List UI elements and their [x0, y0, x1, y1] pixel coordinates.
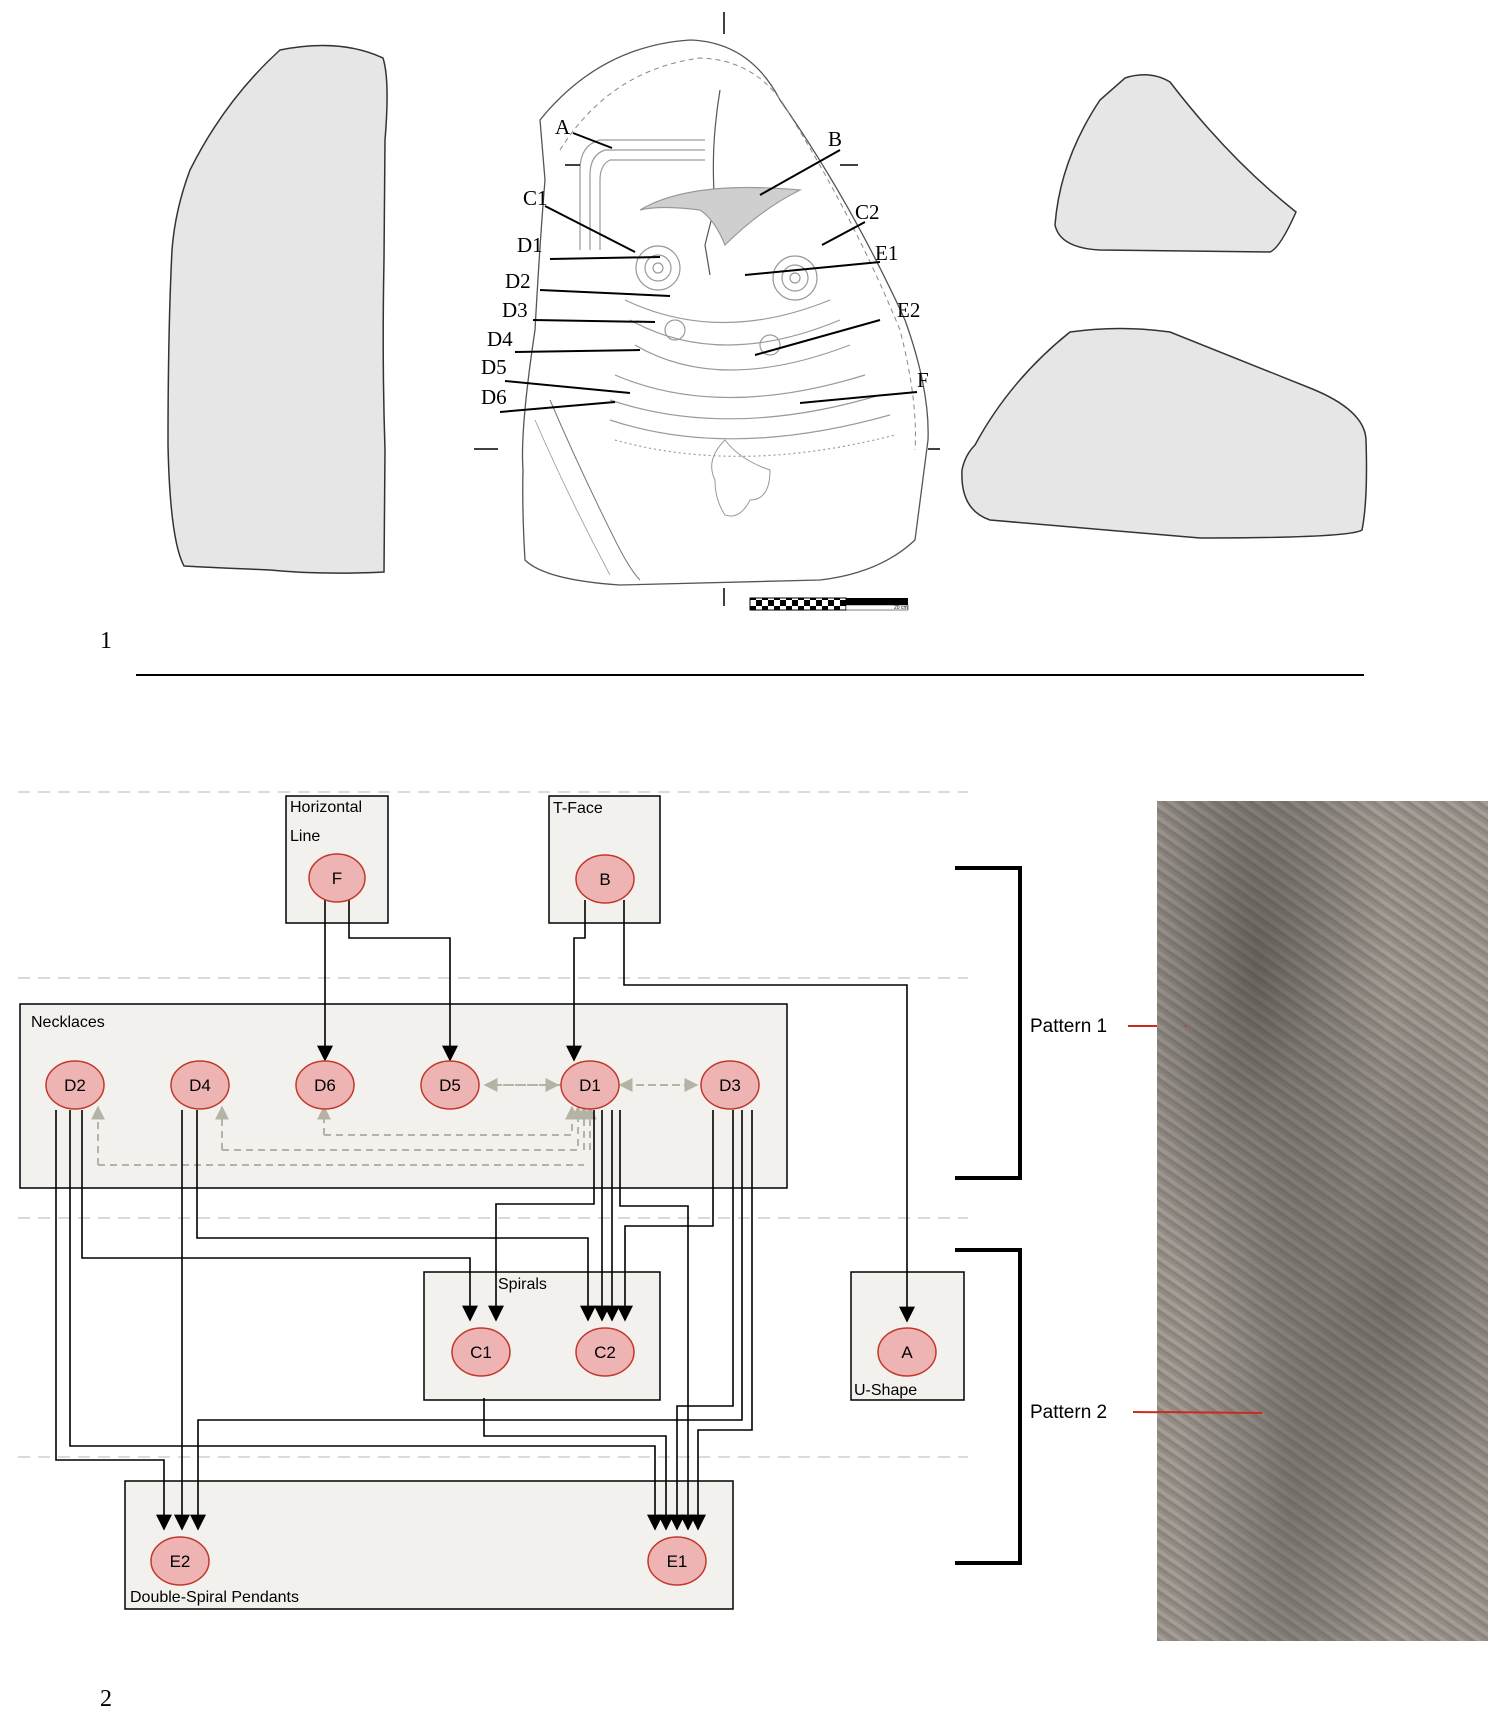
node-E1-label: E1 [667, 1552, 688, 1571]
node-D4: D4 [170, 1060, 230, 1110]
stele-left-fracture-2 [534, 419, 611, 576]
node-D4-label: D4 [189, 1076, 211, 1095]
node-E1: E1 [647, 1536, 707, 1586]
necklace-2 [629, 319, 841, 346]
stele-label-C1: C1 [523, 186, 548, 210]
spiral-right [772, 255, 818, 301]
spiral-left [635, 245, 681, 291]
node-E2-label: E2 [170, 1552, 191, 1571]
stele-label-C2: C2 [855, 200, 880, 224]
node-A: A [877, 1327, 937, 1377]
pendant-left [664, 319, 686, 341]
node-C1: C1 [451, 1327, 511, 1377]
node-C1-label: C1 [470, 1343, 492, 1362]
stele-leader-lines [499, 132, 918, 413]
stele-label-F: F [917, 368, 929, 392]
group-title-necklaces: Necklaces [31, 1014, 105, 1031]
stone-bottom-silhouette [961, 327, 1368, 539]
node-B: B [575, 854, 635, 904]
necklace-4 [614, 374, 866, 399]
node-C2: C2 [575, 1327, 635, 1377]
necklace-6 [609, 414, 891, 440]
group-title-pendants: Double-Spiral Pendants [130, 1589, 299, 1606]
node-A-label: A [901, 1343, 913, 1362]
stele-label-D1: D1 [517, 233, 543, 257]
group-title-horizontal-line-2: Line [290, 828, 320, 845]
t-face-motif [639, 186, 803, 247]
panel-1-label: 1 [100, 628, 112, 654]
scale-bar: 20 cm [749, 597, 909, 611]
node-C2-label: C2 [594, 1343, 616, 1362]
node-F: F [308, 853, 366, 903]
node-D2-label: D2 [64, 1076, 86, 1095]
stele-label-D5: D5 [481, 355, 507, 379]
pattern-1-bracket [955, 866, 1022, 1180]
group-necklaces [19, 1003, 788, 1189]
stele-label-A: A [555, 115, 571, 139]
dependency-edges [55, 900, 915, 1531]
node-D6: D6 [295, 1060, 355, 1110]
pattern-2-bracket [955, 1248, 1022, 1565]
stele-left-fracture [549, 399, 641, 581]
node-D1: D1 [560, 1060, 620, 1110]
node-D3: D3 [700, 1060, 760, 1110]
stone-top-silhouette [1054, 74, 1297, 253]
stone-side-silhouette [167, 44, 388, 574]
panel-2-label: 2 [100, 1686, 112, 1712]
node-D3-label: D3 [719, 1076, 741, 1095]
node-D5: D5 [420, 1060, 480, 1110]
node-D2: D2 [45, 1060, 105, 1110]
node-E2: E2 [150, 1536, 210, 1586]
group-pendants [124, 1480, 734, 1610]
pattern-1-label: Pattern 1 [1030, 1016, 1107, 1037]
stele-outline [521, 39, 929, 586]
necklace-5 [609, 394, 881, 420]
panel-2: Horizontal Line T-Face Necklaces Spirals… [18, 791, 1263, 1712]
node-D5-label: D5 [439, 1076, 461, 1095]
necklace-1 [624, 299, 831, 324]
stele-dashed-edge [559, 57, 916, 451]
stele-label-E2: E2 [897, 298, 920, 322]
pendant-right [759, 334, 781, 356]
stele-label-D2: D2 [505, 269, 531, 293]
node-B-label: B [599, 870, 610, 889]
group-title-spirals: Spirals [498, 1276, 547, 1293]
node-D1-label: D1 [579, 1076, 601, 1095]
node-D6-label: D6 [314, 1076, 336, 1095]
group-title-u-shape: U-Shape [854, 1382, 917, 1399]
scale-bar-label: 20 cm [894, 605, 908, 611]
stele-label-D6: D6 [481, 385, 507, 409]
necklace-3 [634, 344, 851, 371]
pattern-2-label: Pattern 2 [1030, 1402, 1107, 1423]
stele-label-B: B [828, 127, 842, 151]
u-shape-motif [579, 139, 705, 250]
dependency-edges-dashed [91, 1078, 699, 1166]
panel-1: A B C1 C2 D1 E1 D2 D3 E2 D4 D5 F D6 [100, 12, 1368, 676]
row-separators [18, 791, 968, 1458]
stele-label-D4: D4 [487, 327, 513, 351]
stone-surface-photo [1157, 801, 1488, 1641]
stele-label-D3: D3 [502, 298, 528, 322]
node-F-label: F [332, 869, 342, 888]
stele-label-E1: E1 [875, 241, 898, 265]
stele-lower-outline [711, 439, 771, 517]
group-title-t-face: T-Face [553, 800, 603, 817]
pattern-brackets [955, 866, 1022, 1565]
group-title-horizontal-line-1: Horizontal [290, 799, 362, 816]
registration-ticks [474, 12, 940, 606]
stele-motifs [579, 139, 896, 457]
